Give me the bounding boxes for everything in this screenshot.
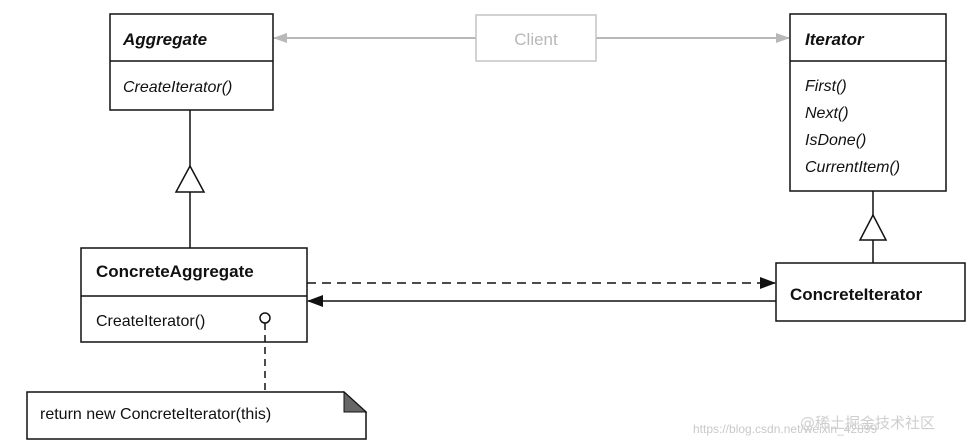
iterator-name: Iterator	[805, 30, 865, 49]
iterator-operation-next: Next()	[805, 105, 849, 122]
concrete-iterator-name: ConcreteIterator	[790, 285, 923, 304]
aggregate-generalization	[174, 110, 206, 248]
concrete-aggregate-class[interactable]: ConcreteAggregate CreateIterator()	[80, 247, 308, 343]
concrete-aggregate-operation: CreateIterator()	[96, 313, 205, 330]
iterator-class[interactable]: Iterator First() Next() IsDone() Current…	[789, 13, 947, 192]
watermark-site: @稀土掘金技术社区	[800, 414, 935, 432]
client-label: Client	[514, 30, 558, 49]
note-text: return new ConcreteIterator(this)	[40, 406, 271, 423]
implementation-note: return new ConcreteIterator(this)	[26, 390, 368, 440]
concrete-iterator-class[interactable]: ConcreteIterator	[775, 262, 966, 322]
iterator-operation-first: First()	[805, 78, 847, 95]
aggregate-name: Aggregate	[122, 30, 207, 49]
note-anchor-circle	[259, 312, 271, 324]
aggregate-operation: CreateIterator()	[123, 79, 232, 96]
iterator-operation-currentitem: CurrentItem()	[805, 159, 900, 176]
watermark-url: https://blog.csdn.net/weixin_42899	[693, 422, 877, 436]
aggregate-class[interactable]: Aggregate CreateIterator()	[109, 13, 274, 111]
iterator-operation-isdone: IsDone()	[805, 132, 866, 149]
client-class[interactable]: Client	[475, 14, 597, 62]
iterator-generalization	[858, 191, 888, 263]
watermark: https://blog.csdn.net/weixin_42899 @稀土掘金…	[693, 414, 935, 436]
concrete-aggregate-name: ConcreteAggregate	[96, 262, 254, 281]
